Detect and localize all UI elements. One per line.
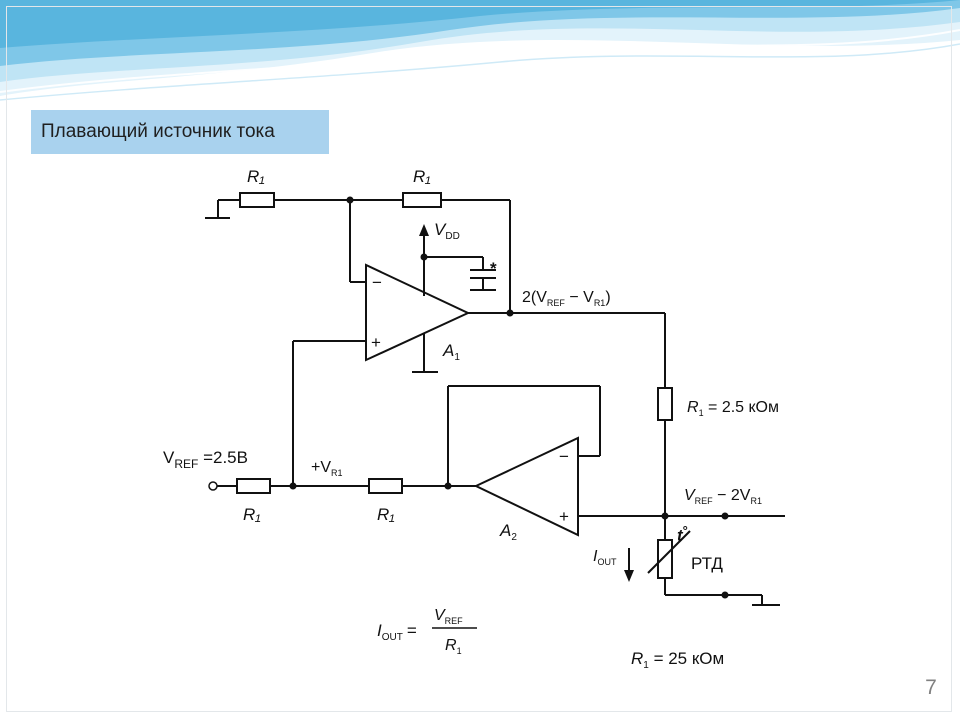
label-r1-2-5k: R1 = 2.5 кОм xyxy=(687,399,779,418)
label-a1: A1 xyxy=(442,341,460,363)
opamp-a2 xyxy=(473,436,579,537)
opamp-a1 xyxy=(365,263,471,362)
label-temperature: t° xyxy=(677,523,688,545)
slide-page-number: 7 xyxy=(925,676,937,699)
capacitor-star-mark: * xyxy=(490,259,497,278)
label-r1-middle: R₁ xyxy=(377,505,395,524)
label-plus-vr1: +VR1 xyxy=(311,459,343,478)
label-vref-input: VREF =2.5В xyxy=(163,448,248,471)
label-a1-output-expr: 2(VREF − VR1) xyxy=(522,289,611,308)
label-r1-25k: R1 = 25 кОм xyxy=(631,649,724,671)
slide-title: Плавающий источник тока xyxy=(31,110,329,154)
formula-numerator: VREF xyxy=(434,607,463,626)
a1-plus-sign: + xyxy=(371,333,381,352)
a1-minus-sign: − xyxy=(372,273,382,292)
slide-header-wave xyxy=(0,0,960,101)
a2-plus-sign: + xyxy=(559,507,569,526)
label-a2: A2 xyxy=(499,521,517,543)
formula-lhs: IOUT= xyxy=(377,621,417,643)
label-r1-input: R₁ xyxy=(243,505,261,524)
formula-denominator: R1 xyxy=(445,637,462,656)
label-r1-top-left: R₁ xyxy=(247,167,265,186)
a2-minus-sign: − xyxy=(559,447,569,466)
label-node-expr: VREF − 2VR1 xyxy=(684,487,762,506)
label-iout: IOUT xyxy=(593,548,617,567)
label-vdd: VDD xyxy=(434,220,460,242)
label-rtd: РТД xyxy=(691,554,723,573)
label-r1-top-right: R₁ xyxy=(413,167,431,186)
